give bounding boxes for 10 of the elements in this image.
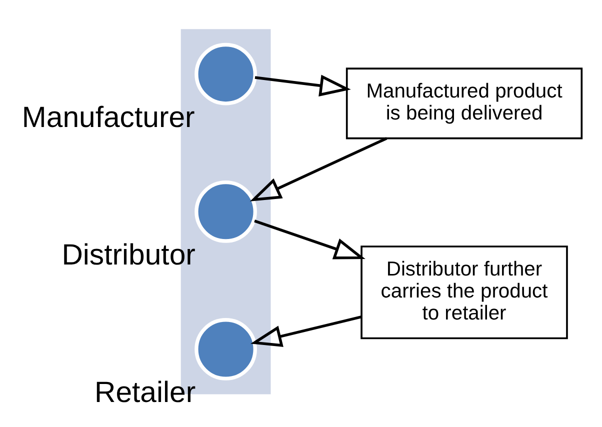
node-label: Manufacturer <box>22 100 195 134</box>
node-label: Distributor <box>62 238 196 272</box>
node-box: Manufactured product is being delivered <box>346 68 583 140</box>
node-circle <box>194 180 257 243</box>
node-label: Retailer <box>94 376 196 410</box>
arrow <box>250 137 388 202</box>
node-box: Distributor further carries the product to retailer <box>360 246 568 340</box>
node-circle <box>194 42 257 106</box>
arrow <box>250 316 362 347</box>
node-circle <box>194 318 257 380</box>
